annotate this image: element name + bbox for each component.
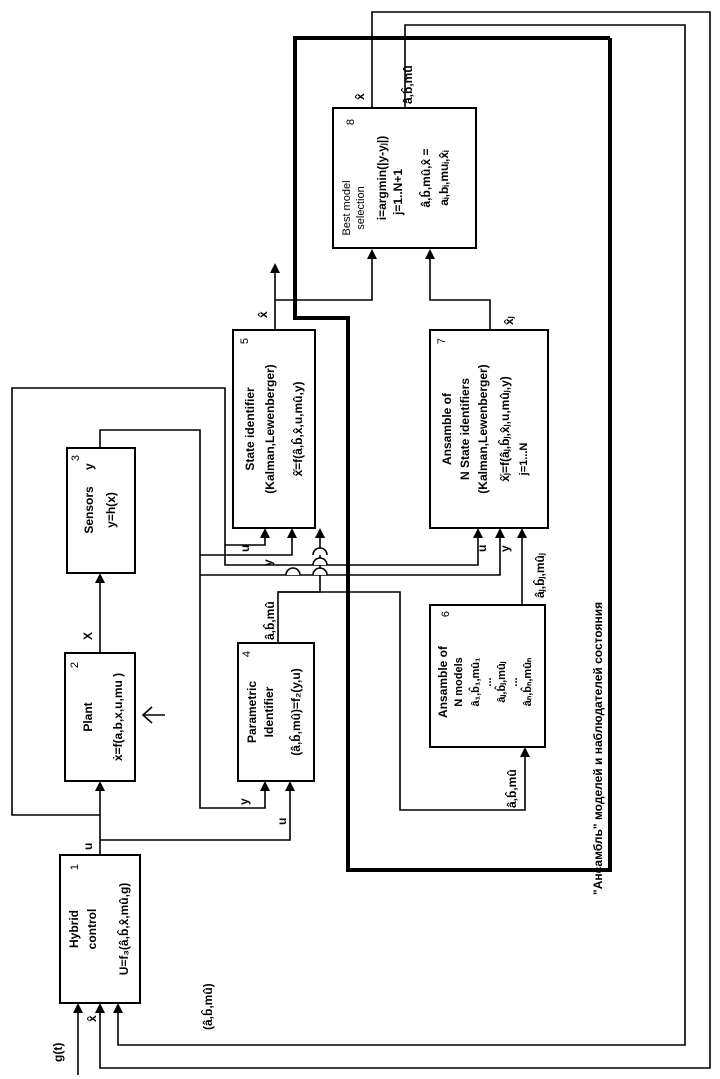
wire-u-to-state (225, 535, 266, 546)
models-number: 6 (440, 611, 452, 617)
ens-state-text: Ansamble of N State identifiers (Kalman,… (436, 338, 530, 494)
signal-g-label: g(t) (51, 1043, 65, 1062)
signal-y-ens-label: y (498, 545, 512, 552)
sensors-title: Sensors (82, 486, 96, 534)
state-identifiers-ensemble-block (429, 329, 549, 529)
best-text: Best model selection i=argmin(|y-yⱼ|) j=… (341, 119, 451, 236)
sensors-block (66, 447, 136, 574)
param-text: Parametric Identifier (â,b̂,mû)=f₂(y,u) … (241, 651, 303, 756)
wire-abmu-to-models (278, 591, 526, 811)
ens-state-number: 7 (436, 338, 448, 344)
wire-xhat-feedback (99, 11, 711, 1069)
plant-number: 2 (69, 662, 81, 668)
models-text: Ansamble of N models â₁,b̂₁,mû₁ ... âⱼ,b… (436, 611, 534, 718)
signal-abmu-j-label: âⱼ,b̂ⱼ,mûⱼ (532, 553, 547, 598)
wire-y-to-param (199, 578, 266, 809)
signal-xhat-state-label: x̂ (256, 311, 270, 318)
wire-u-to-param (100, 788, 291, 841)
best-assign: â,b̂,mû,x̂ = (418, 148, 433, 207)
models-row-5: âₙ,b̂ₙ,mûₙ (521, 657, 534, 706)
wire-y-to-state (200, 535, 293, 556)
parametric-identifier-block (237, 642, 315, 782)
state-text: State identifier (Kalman,Lewenberger) x̂… (239, 338, 305, 494)
best-number: 8 (345, 119, 357, 125)
signal-y-param-label: y (237, 798, 251, 805)
signal-xhat-in-label: x̂ (85, 1015, 99, 1022)
ens-state-title: Ansamble of (440, 392, 454, 465)
sensors-formula: y=h(x) (104, 492, 118, 528)
param-title: Parametric (245, 681, 259, 743)
sensors-number: 3 (70, 455, 82, 461)
hybrid-number: 1 (69, 864, 81, 870)
signal-xhat-out-label: x̂ (353, 93, 367, 100)
state-number: 5 (239, 338, 251, 344)
ens-state-subtitle: N State identifiers (458, 378, 472, 480)
wire-xj-to-best (429, 256, 491, 330)
best-assign2: aᵢ,bᵢ,muᵢ,x̂ᵢ (437, 150, 451, 206)
plant-formula: ẋ=f(a,b,x,u,mu ) (111, 673, 125, 761)
best-subtitle: selection (355, 186, 367, 229)
best-title: Best model (341, 180, 353, 235)
ensemble-boundary (293, 36, 612, 872)
signal-x-label: X (81, 632, 95, 640)
state-subtitle: (Kalman,Lewenberger) (263, 364, 277, 493)
param-subtitle: Identifier (262, 686, 276, 737)
param-formula: (â,b̂,mû)=f₂(y,u) (288, 668, 303, 755)
models-title: Ansamble of (436, 645, 450, 718)
hybrid-subtitle: control (85, 909, 99, 950)
wire-u-to-ens-state (224, 535, 479, 566)
state-identifier-block (232, 329, 316, 529)
wire-u-bus (11, 387, 226, 816)
signal-abmu-param-label: â,b̂,mû (262, 601, 277, 640)
best-range: j=1..N+1 (391, 169, 405, 216)
best-formula: i=argmin(|y-yⱼ|) (375, 136, 389, 221)
state-title: State identifier (243, 387, 257, 471)
plant-block (64, 652, 136, 782)
signal-u-plant-label: u (81, 843, 95, 850)
models-row-3: âⱼ,b̂ⱼ,mûⱼ (495, 661, 508, 702)
wire-xhat-to-best (275, 256, 373, 301)
param-number: 4 (241, 651, 253, 657)
best-model-selection-block (332, 107, 477, 249)
signal-xj-label: x̂ⱼ (502, 316, 516, 325)
hybrid-control-block (59, 854, 141, 1004)
signal-u-param-label: u (275, 818, 289, 825)
models-subtitle: N models (453, 657, 465, 707)
plant-title: Plant (81, 702, 95, 731)
models-row-2: ... (482, 677, 494, 686)
signal-abmu-out-label: â,b̂,mû (400, 65, 415, 104)
signal-abmu-models-label: â,b̂,mû (504, 769, 519, 808)
sensors-text: Sensors y=h(x) 3 (70, 455, 118, 534)
plant-text: Plant ẋ=f(a,b,x,u,mu ) 2 (69, 662, 125, 761)
signal-y-state-label: y (261, 559, 275, 566)
hybrid-formula: U=f₃(â,b̂,x̂,mû,g) (116, 883, 131, 976)
hybrid-title: Hybrid (67, 910, 81, 948)
hybrid-control-text: Hybrid control U=f₃(â,b̂,x̂,mû,g) 1 (67, 864, 131, 975)
signal-u-state-label: u (238, 545, 252, 552)
signal-u-ens-label: u (475, 545, 489, 552)
models-row-4: ... (508, 677, 520, 686)
signal-abmu-in-label: (â,b̂,mû) (200, 983, 215, 1030)
ensemble-caption: "Ансамбль" моделей и наблюдателей состоя… (591, 602, 605, 895)
signal-y-sensors-label: y (82, 463, 96, 470)
models-ensemble-block (429, 604, 546, 748)
models-row-1: â₁,b̂₁,mû₁ (469, 657, 482, 707)
wire-y-bus (99, 429, 201, 578)
wire-abmu-feedback (117, 24, 686, 1046)
ens-state-subtitle2: (Kalman,Lewenberger) (476, 364, 490, 493)
ens-state-index: j=1...N (518, 443, 530, 477)
ens-state-formula: x̂̇ⱼ=f(âⱼ,b̂ⱼ,x̂ⱼ,u,mûⱼ,y) (497, 376, 512, 482)
state-formula: x̂̇=f(â,b̂,x̂,u,mû,y) (290, 381, 305, 476)
